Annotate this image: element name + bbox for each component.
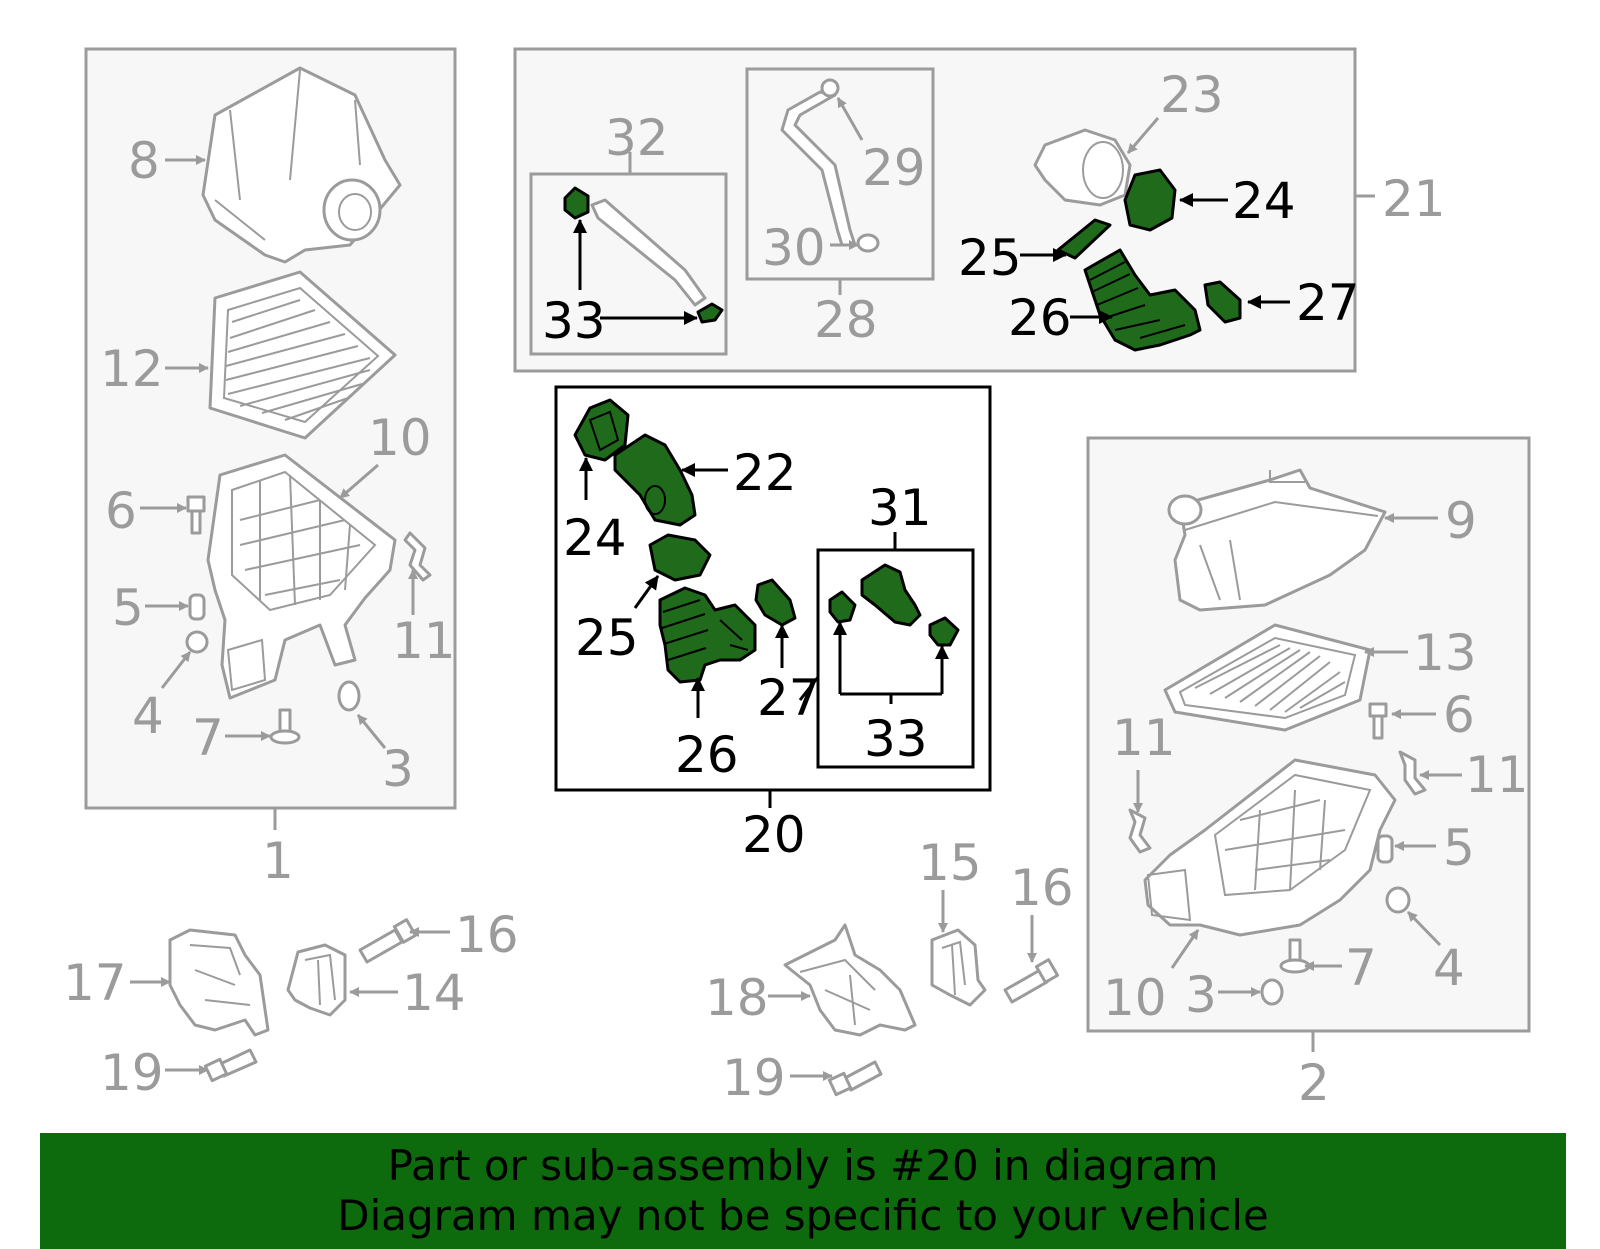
callout-19-b: 19 [722,1049,786,1107]
callout-19-a: 19 [100,1044,164,1102]
callout-33-a: 33 [542,292,606,350]
banner-line-2: Diagram may not be specific to your vehi… [337,1191,1269,1240]
part-24-clamp [573,398,630,462]
callout-27-b: 27 [757,669,821,727]
callout-13: 13 [1413,624,1477,682]
part-11-clamp-a [403,531,432,582]
part-27-clamp-top [1203,280,1242,324]
part-33-clamp-b [696,302,724,324]
part-7-clip-b [1279,938,1311,974]
callout-10-b: 10 [1103,969,1167,1027]
part-19-bolt-b [827,1060,883,1097]
part-3-grommet-b [1260,978,1284,1006]
callout-30: 30 [762,219,826,277]
part-11-clamp-b [1398,750,1427,796]
callout-11-b: 11 [1112,709,1176,767]
callout-15: 15 [918,834,982,892]
part-33-clamp-a [563,186,590,220]
part-24-clamp-top [1123,168,1177,232]
callout-24-b: 24 [563,509,627,567]
part-10-lower-housing [206,453,397,700]
part-5-grommet-a [188,593,206,621]
part-8-upper-housing [201,66,402,264]
part-16-bolt-b [1003,958,1060,1004]
callout-23: 23 [1160,66,1224,124]
part-11-clamp-c [1128,808,1152,854]
callout-28: 28 [814,291,878,349]
callout-3-a: 3 [382,740,414,798]
callout-26-a: 26 [1008,289,1072,347]
callout-24-a: 24 [1232,172,1296,230]
callout-32: 32 [605,109,669,167]
part-4-grommet-a [185,630,209,654]
part-9-upper-housing [1167,468,1387,612]
part-31-hose [860,563,922,627]
callout-11-c: 11 [1465,746,1529,804]
callout-9: 9 [1445,492,1477,550]
callout-33-b: 33 [864,710,928,768]
callout-2: 2 [1298,1054,1330,1112]
callout-10-a: 10 [368,409,432,467]
callout-5-b: 5 [1443,819,1475,877]
callout-17: 17 [63,954,127,1012]
callout-12: 12 [100,340,164,398]
part-22-intake-duct [613,433,697,527]
part-17-bracket [168,928,270,1037]
callout-22: 22 [733,444,797,502]
callout-4-a: 4 [132,687,164,745]
callout-25-a: 25 [958,229,1022,287]
callout-4-b: 4 [1433,939,1465,997]
callout-11-a: 11 [392,612,456,670]
part-26-intake-hose [658,586,757,684]
callout-18: 18 [705,969,769,1027]
callout-16-b: 16 [1010,859,1074,917]
part-32-hose [590,198,707,307]
part-25-gasket-top [1056,218,1112,260]
part-19-bolt-a [203,1048,258,1083]
part-5-grommet-b [1376,834,1394,864]
part-26-intake-hose-top [1083,248,1202,352]
part-6-bolt-b [1368,702,1388,740]
info-banner: Part or sub-assembly is #20 in diagram D… [40,1133,1566,1249]
callout-1: 1 [262,832,294,890]
callout-20: 20 [742,806,806,864]
callout-8: 8 [128,132,160,190]
part-25-gasket [648,533,712,582]
callout-25-b: 25 [575,609,639,667]
part-27-clamp [754,578,797,627]
part-18-bracket [783,923,917,1037]
part-12-air-filter [208,270,397,440]
callout-21: 21 [1382,170,1446,228]
banner-line-1: Part or sub-assembly is #20 in diagram [387,1141,1219,1190]
callout-6-b: 6 [1443,686,1475,744]
callout-29: 29 [862,139,926,197]
part-15-bracket [930,928,987,1007]
part-10-lower-housing-b [1143,758,1397,937]
part-7-clip-a [269,708,301,745]
part-33-clamp-d [928,616,960,647]
part-13-air-filter [1163,623,1372,732]
part-4-grommet-b [1385,886,1411,914]
callout-6-a: 6 [105,482,137,540]
part-14-bracket [286,943,347,1017]
callout-7-a: 7 [192,709,224,767]
callout-7-b: 7 [1345,939,1377,997]
part-6-bolt-a [186,495,206,535]
part-3-grommet-a [337,680,361,712]
callout-5-a: 5 [112,579,144,637]
callout-3-b: 3 [1185,966,1217,1024]
callout-27-a: 27 [1296,274,1360,332]
part-33-clamp-c [828,590,857,624]
part-23-throttle-adapter [1033,128,1132,207]
callout-26-b: 26 [675,726,739,784]
callout-31: 31 [868,479,932,537]
callout-16-a: 16 [455,906,519,964]
callout-14: 14 [402,964,466,1022]
part-16-bolt-a [358,918,418,964]
